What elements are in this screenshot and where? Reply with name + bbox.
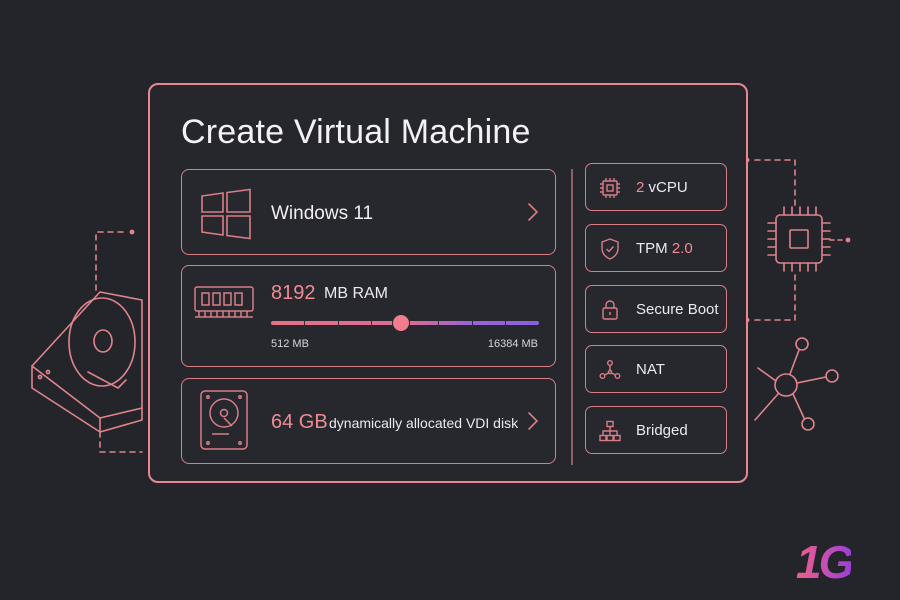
tpm-label: TPM [636,240,668,257]
slider-tick [304,318,306,328]
chevron-right-icon [527,411,539,436]
shield-check-icon [598,237,622,266]
windows-logo-icon [200,188,252,245]
slider-tick [438,318,440,328]
lock-icon [598,298,622,327]
chip-illustration-icon [767,206,831,272]
nat-option[interactable]: NAT [585,345,727,393]
bridged-label: Bridged [636,422,688,439]
os-selector[interactable]: Windows 11 [181,169,556,255]
slider-tick [338,318,340,328]
ram-unit: MB RAM [324,285,388,302]
ram-max-label: 16384 MB [487,338,538,350]
hard-disk-icon [198,388,250,457]
disk-description: dynamically allocated VDI disk [329,415,519,431]
cpu-count: 2 [636,179,645,196]
network-node-illustration-icon [754,337,839,431]
secure-boot-option[interactable]: Secure Boot [585,285,727,333]
secure-boot-label: Secure Boot [636,301,719,318]
bridged-option[interactable]: Bridged [585,406,727,454]
ram-icon [193,281,255,330]
os-name: Windows 11 [271,203,374,224]
slider-tick [472,318,474,328]
chevron-right-icon [527,202,539,227]
brand-logo: 1G [796,536,854,588]
cpu-chip-icon [598,176,622,205]
cpu-label: vCPU [648,179,688,196]
create-vm-dialog: Create Virtual Machine Windows 11 [148,83,748,483]
memory-card: 8192 MB RAM 512 MB 16384 MB [181,265,556,367]
nat-label: NAT [636,361,665,378]
ram-value: 8192 [271,282,316,304]
hard-drive-illustration-icon [31,291,143,433]
tpm-option[interactable]: TPM 2.0 [585,224,727,272]
disk-size: 64 GB [271,411,328,433]
dialog-title: Create Virtual Machine [181,113,531,151]
slider-tick [371,318,373,328]
slider-tick [505,318,507,328]
disk-selector[interactable]: 64 GB dynamically allocated VDI disk [181,378,556,464]
column-divider [571,169,573,465]
cpu-option[interactable]: 2 vCPU [585,163,727,211]
ram-slider[interactable] [271,315,539,331]
network-tree-icon [598,419,622,448]
network-nodes-icon [598,358,622,387]
ram-min-label: 512 MB [271,338,309,350]
ram-slider-thumb[interactable] [392,315,409,331]
tpm-version: 2.0 [671,240,693,257]
